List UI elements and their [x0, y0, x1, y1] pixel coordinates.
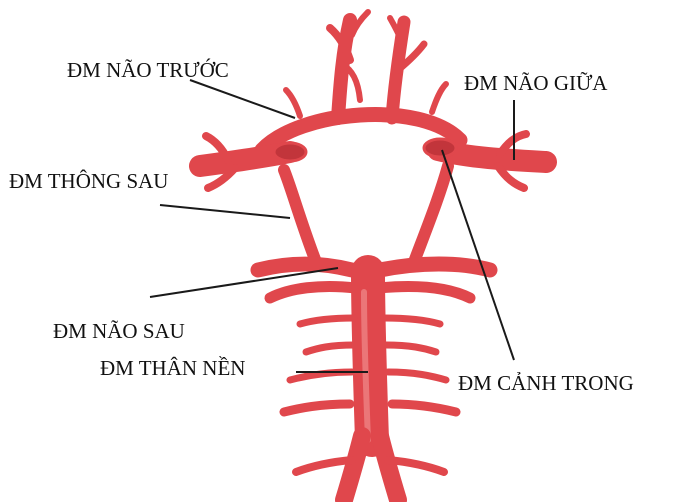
left-posterior-communicating [284, 170, 316, 262]
left-vertebral [344, 436, 362, 500]
label-middle-cerebral: ĐM NÃO GIỮA [464, 71, 608, 95]
leader-internal-carotid [442, 150, 514, 360]
anterior-cerebral-branches [286, 12, 446, 118]
right-posterior-communicating [414, 166, 448, 262]
label-posterior-cerebral: ĐM NÃO SAU [53, 319, 185, 343]
right-vertebral [380, 436, 398, 500]
label-anterior-cerebral: ĐM NÃO TRƯỚC [67, 58, 229, 82]
label-basilar: ĐM THÂN NỀN [100, 356, 245, 380]
leader-posterior-communicating [160, 205, 290, 218]
label-posterior-communicating: ĐM THÔNG SAU [9, 169, 168, 193]
left-posterior-cerebral [258, 264, 352, 270]
right-posterior-cerebral [380, 264, 490, 270]
carotid-openings [274, 139, 456, 161]
leader-anterior-cerebral [190, 80, 295, 118]
label-internal-carotid: ĐM CẢNH TRONG [458, 371, 634, 395]
